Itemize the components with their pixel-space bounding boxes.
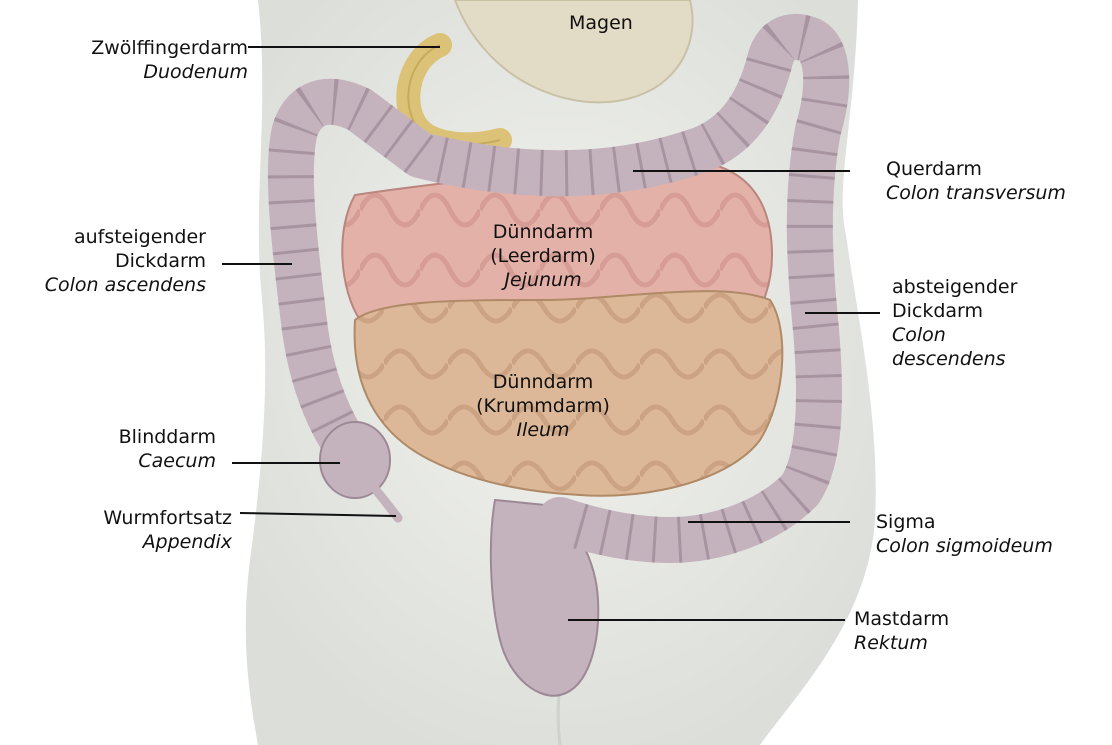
label-querdarm: Querdarm Colon transversum (886, 157, 1066, 205)
label-sigma: Sigma Colon sigmoideum (876, 510, 1053, 558)
label-rektum: Mastdarm Rektum (854, 607, 949, 655)
label-absteigender-dickdarm: absteigender Dickdarm Colon descendens (892, 275, 1017, 371)
label-ileum: Dünndarm (Krummdarm) Ileum (468, 370, 618, 442)
label-caecum: Blinddarm Caecum (119, 425, 216, 473)
label-jejunum: Dünndarm (Leerdarm) Jejunum (468, 220, 618, 292)
label-aufsteigender-dickdarm: aufsteigender Dickdarm Colon ascendens (45, 225, 206, 297)
label-appendix: Wurmfortsatz Appendix (103, 506, 232, 554)
label-duodenum: Zwölffingerdarm Duodenum (91, 36, 248, 84)
label-magen: Magen (569, 11, 633, 35)
